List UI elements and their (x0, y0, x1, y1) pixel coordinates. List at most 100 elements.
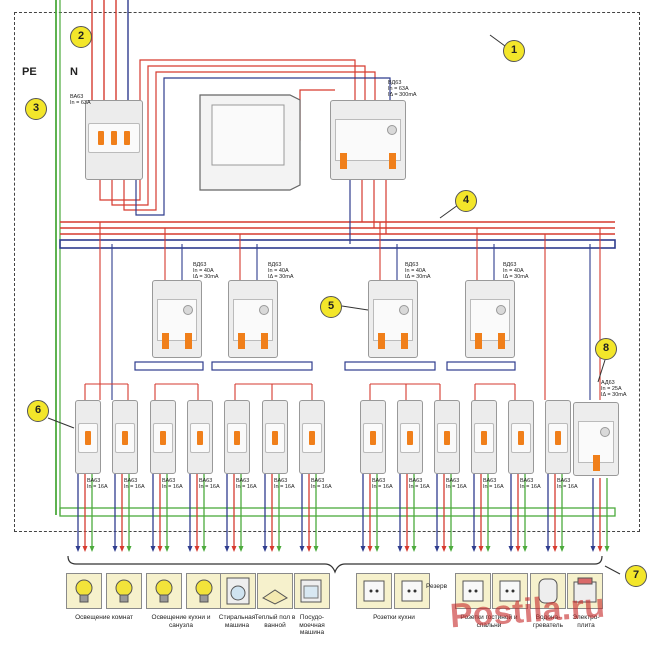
load-label-lighting-rooms: Освещение комнат (75, 614, 133, 621)
output-wire-arrow (597, 546, 603, 552)
rcd-feeds (99, 222, 601, 400)
callout-8: 8 (595, 338, 617, 360)
socket-icon (363, 580, 385, 602)
output-wire-arrow (515, 546, 521, 552)
difbreaker (573, 402, 619, 476)
water-heater-icon (538, 578, 558, 604)
main-breaker (85, 100, 143, 180)
load-icon-lamp-3 (146, 573, 182, 609)
meter-wire-n (135, 77, 391, 216)
output-wire-arrow (374, 546, 380, 552)
output-wire-arrow (262, 546, 268, 552)
output-wire-arrow (313, 546, 319, 552)
dist-b (154, 383, 199, 400)
main-busbars (59, 221, 616, 249)
n-label: N (70, 66, 78, 78)
load-label-floor: Теплый пол в ванной (254, 614, 296, 629)
output-wire-arrow (269, 546, 275, 552)
load-label-lighting-kitchen: Освещение кухни и санузла (151, 614, 211, 629)
heated-floor-icon (262, 589, 288, 605)
output-wire-arrow (231, 546, 237, 552)
load-label-dishwasher: Посудо-моечная машина (299, 614, 325, 636)
loads-bracket (67, 555, 603, 574)
callout-1-leader (489, 34, 506, 47)
output-wire-arrow (508, 546, 514, 552)
sub-bus-2 (211, 361, 313, 371)
callout-1: 1 (503, 40, 525, 62)
bottom-busbars (59, 507, 616, 517)
load-icon-socket-1 (356, 573, 392, 609)
dist-c (234, 383, 313, 400)
pe-label: PE (22, 66, 37, 78)
circuit-breaker (262, 400, 288, 474)
output-wire-arrow (119, 546, 125, 552)
rcd-4 (465, 280, 515, 358)
socket-icon (401, 580, 423, 602)
sub-bus-1 (134, 361, 204, 371)
output-wire-arrow (276, 546, 282, 552)
load-icon-lamp-4 (186, 573, 222, 609)
enclosure-frame (14, 12, 640, 532)
incoming-supply (55, 0, 129, 515)
dishwasher-icon (300, 579, 322, 603)
output-wire-arrow (187, 546, 193, 552)
circuit-breaker (508, 400, 534, 474)
output-wire-arrow (485, 546, 491, 552)
lamp-icon (195, 579, 213, 603)
callout-7: 7 (625, 565, 647, 587)
circuit-breaker (224, 400, 250, 474)
callout-2: 2 (70, 26, 92, 48)
dist-d (369, 383, 441, 400)
load-label-washer: Стиральная машина (218, 614, 256, 629)
output-wire-arrow (441, 546, 447, 552)
circuit-breaker (360, 400, 386, 474)
callout-4-leader (439, 204, 459, 219)
bottom-pe-bar (59, 507, 616, 517)
circuit-breaker (75, 400, 101, 474)
phase-distribution (84, 383, 516, 400)
socket-icon (462, 580, 484, 602)
lamp-icon (155, 579, 173, 603)
callout-7-leader (604, 565, 621, 575)
stove-icon (573, 577, 597, 603)
load-label-boiler: Водона-греватель (533, 614, 563, 629)
callout-6: 6 (27, 400, 49, 422)
load-label-stove: Электро-плита (572, 614, 600, 629)
output-wire-arrow (559, 546, 565, 552)
output-wire-arrow (238, 546, 244, 552)
output-wire-arrow (89, 546, 95, 552)
output-wire-arrow (150, 546, 156, 552)
callout-8-leader (597, 359, 606, 383)
load-icon-washer (220, 573, 256, 609)
washing-machine-icon (226, 577, 250, 605)
dist-a (84, 383, 129, 400)
sub-bus-4 (446, 361, 516, 371)
circuit-breaker (299, 400, 325, 474)
load-icon-socket-4 (492, 573, 528, 609)
circuit-breaker (545, 400, 571, 474)
output-wire-arrow (201, 546, 207, 552)
rcd-1 (152, 280, 202, 358)
main-rcd (330, 100, 406, 180)
output-wire-arrow (448, 546, 454, 552)
callout-5: 5 (320, 296, 342, 318)
circuit-breaker (187, 400, 213, 474)
load-icon-socket-2 (394, 573, 430, 609)
load-label-kitchen-sockets: Розетки кухни (373, 614, 415, 621)
socket-icon (499, 580, 521, 602)
load-label-reserve: Резерв (426, 583, 448, 590)
